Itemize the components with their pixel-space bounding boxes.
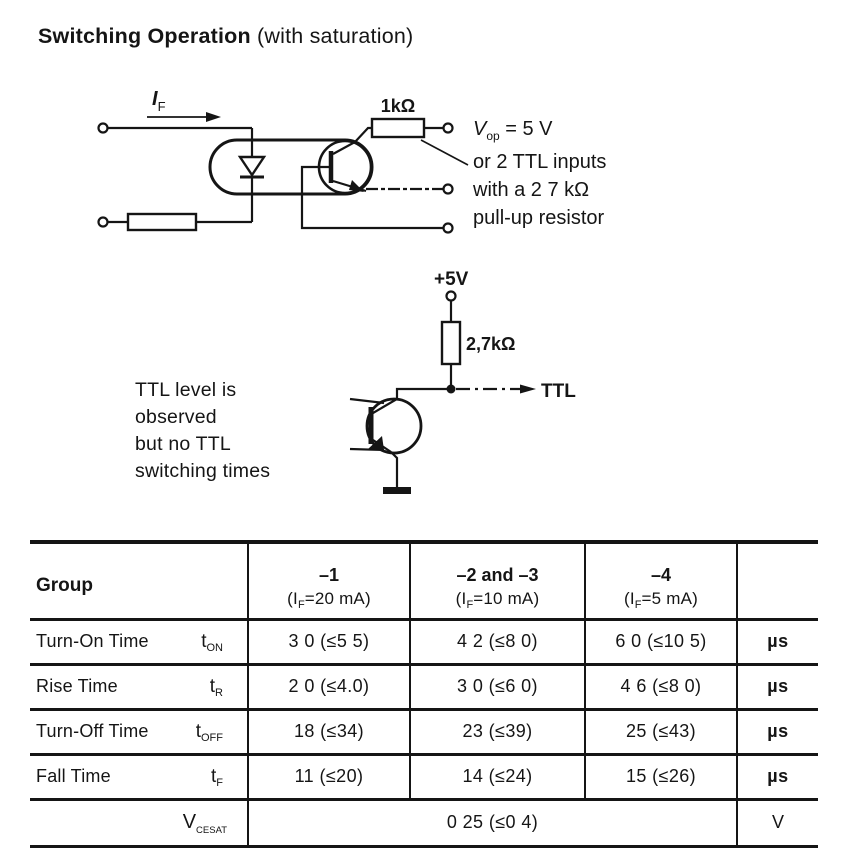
row-symbol-vcesat: VCESAT [182,811,227,836]
row-symbol: tF [210,765,223,789]
cell-value: 23 (≤39) [410,709,586,756]
cell-value: 25 (≤43) [585,709,738,756]
supply-terminal [445,290,457,302]
emitter-arrow [368,436,384,450]
pullup-resistor-2k7 [440,320,462,366]
resistor-1k-label: 1kΩ [381,96,415,116]
ground-symbol [383,487,411,494]
transistor-circle [365,397,423,455]
cell-value: 4 2 (≤8 0) [410,619,586,666]
annotation-line4: pull-up resistor [473,207,605,229]
cell-value: 6 0 (≤10 5) [585,619,738,666]
cell-unit: µs [737,709,818,756]
table-row-turn-on: Turn-On Time tON 3 0 (≤5 5) 4 2 (≤8 0) 6 … [30,619,818,666]
base-output-wire [300,165,443,230]
page-title: Switching Operation (with saturation) [38,24,413,49]
row-label: Turn-Off Time [36,721,149,741]
cell-value: 3 0 (≤5 5) [248,619,411,666]
if-label: IF [152,88,166,114]
output-terminal-base [442,222,454,234]
pullup-resistor-1k [370,117,426,139]
note-line: switching times [135,460,271,482]
annotation-line3: with a 2 7 kΩ [472,179,589,201]
note-line: observed [135,406,217,428]
current-arrow-head [206,112,221,122]
cell-unit: V [737,799,818,848]
annotation-line2: or 2 TTL inputs [473,151,606,173]
cell-value: 18 (≤34) [248,709,411,756]
table-row-vcesat: VCESAT 0 25 (≤0 4) V [30,799,818,848]
row-label: Turn-On Time [36,631,149,651]
table-row-rise: Rise Time tR 2 0 (≤4.0) 3 0 (≤6 0) 4 6 (≤… [30,664,818,711]
note-line: but no TTL [135,433,231,455]
cell-unit: µs [737,619,818,666]
cell-value: 4 6 (≤8 0) [585,664,738,711]
column-header-group4: –4 (IF=5 mA) [585,542,738,621]
input-series-resistor [126,212,198,232]
circuit-diagrams: IF 1kΩ Vop = 5 V or 2 TTL inputs with a … [97,88,606,494]
base-stub-bottom [349,447,385,452]
emitter-arrow [349,180,364,192]
ttl-arrow-head [520,384,536,394]
cell-value: 11 (≤20) [248,754,411,801]
supply-label: +5V [434,269,469,290]
input-terminal-anode [97,122,109,134]
row-label: Rise Time [36,676,118,696]
table-row-fall: Fall Time tF 11 (≤20) 14 (≤24) 15 (≤26) µ… [30,754,818,801]
collector-wire [372,387,447,414]
test-condition: (IF=5 mA) [624,588,698,611]
row-symbol: tOFF [195,720,223,744]
cell-value: 14 (≤24) [410,754,586,801]
cell-value: 2 0 (≤4.0) [248,664,411,711]
base-stub-top [349,397,385,405]
table-row-turn-off: Turn-Off Time tOFF 18 (≤34) 23 (≤39) 25 (… [30,709,818,756]
switching-times-table: Group –1 (IF=20 mA) –2 and –3 (IF=10 mA)… [30,540,818,848]
note-line: TTL level is [135,379,237,401]
column-header-group2-3: –2 and –3 (IF=10 mA) [410,542,586,621]
junction-dot [446,384,456,394]
test-condition: (IF=20 mA) [287,588,371,611]
emitter-ground-wire [390,451,399,487]
row-label: Fall Time [36,766,111,786]
vop-label: Vop = 5 V [473,118,553,143]
ttl-label: TTL [541,381,576,402]
resistor-2k7-label: 2,7kΩ [466,334,515,354]
cell-value: 3 0 (≤6 0) [410,664,586,711]
output-terminal-emitter [442,183,454,195]
table-header-row: Group –1 (IF=20 mA) –2 and –3 (IF=10 mA)… [30,542,818,621]
title-normal: (with saturation) [250,24,414,48]
row-symbol: tON [201,630,223,654]
output-terminal-vop [442,122,454,134]
cell-unit: µs [737,754,818,801]
cell-value: 15 (≤26) [585,754,738,801]
cell-unit: µs [737,664,818,711]
unit-header [737,542,818,621]
ttl-note: TTL level is observed but no TTL switchi… [135,377,270,485]
group-header: Group [36,574,93,596]
annotation-pointer-line [420,139,469,166]
input-terminal-cathode [97,216,109,228]
led-symbol [237,155,267,178]
cell-value-span: 0 25 (≤0 4) [248,799,738,848]
collector-lead [332,126,372,155]
title-bold: Switching Operation [38,24,251,48]
test-condition: (IF=10 mA) [455,588,540,611]
column-header-group1: –1 (IF=20 mA) [248,542,411,621]
row-symbol: tR [209,675,223,699]
